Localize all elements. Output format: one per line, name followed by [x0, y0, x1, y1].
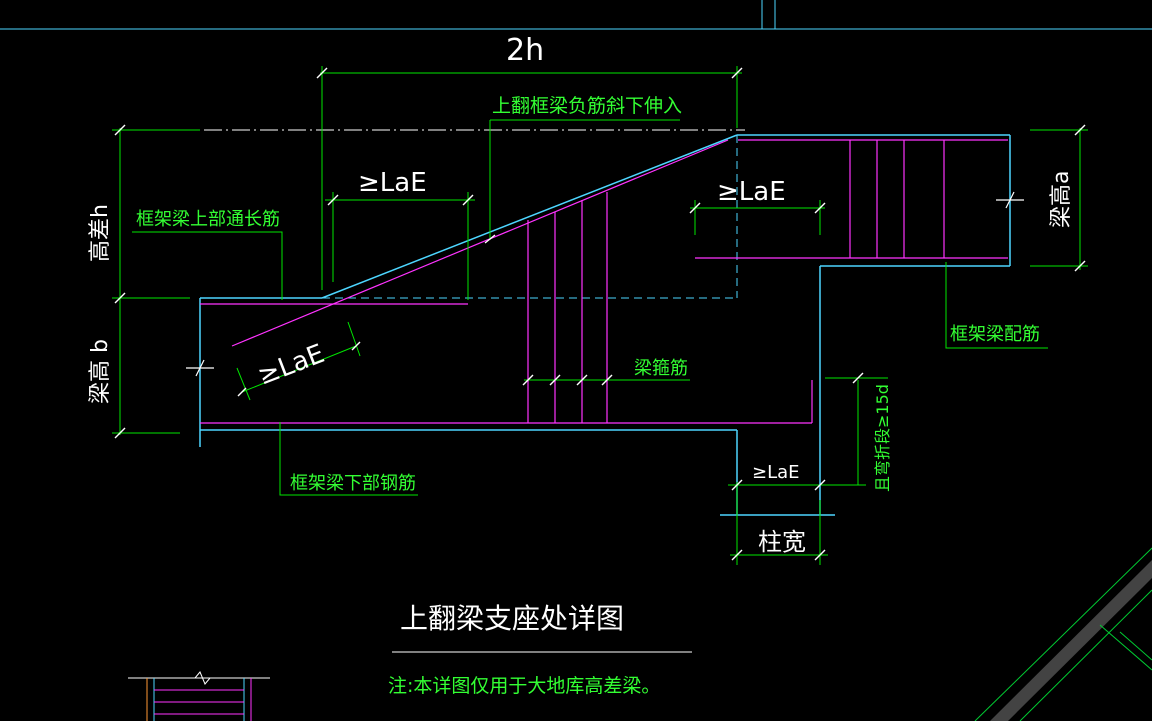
- partial-detail-bottom-left: [128, 671, 270, 721]
- bend-15d-label: 且弯折段≥15d: [873, 384, 892, 492]
- beam-concrete-outline: [199, 134, 1011, 516]
- dimension-ticks: [114, 67, 1086, 561]
- rebar-lines: [200, 139, 1008, 424]
- drawing-frame: [0, 0, 1152, 30]
- lae-bottom-label: ≥LaE: [752, 462, 800, 483]
- lae-diag-label: ≥LaE: [254, 339, 329, 392]
- height-diff-label: 高差h: [88, 204, 113, 262]
- diagonal-element-bottom-right: [974, 547, 1152, 721]
- lae-top-right-label: ≥LaE: [717, 177, 786, 207]
- frame-rebar-label: 框架梁配筋: [950, 324, 1040, 345]
- beam-height-a-label: 梁高a: [1049, 171, 1074, 228]
- beam-height-b-label: 梁高 b: [88, 339, 113, 404]
- stirrup-label: 梁箍筋: [634, 358, 688, 379]
- bottom-rebar-label: 框架梁下部钢筋: [290, 473, 416, 494]
- break-symbols: [186, 191, 1024, 377]
- note-text: 注:本详图仅用于大地库高差梁。: [388, 675, 660, 697]
- page-title: 上翻梁支座处详图: [400, 602, 624, 635]
- dimension-lines: [112, 66, 1088, 565]
- lae-top-left-label: ≥LaE: [358, 168, 427, 198]
- dim-2h-label: 2h: [506, 33, 544, 68]
- top-through-label: 框架梁上部通长筋: [136, 209, 280, 230]
- column-width-label: 柱宽: [758, 528, 806, 556]
- neg-rebar-label: 上翻框梁负筋斜下伸入: [492, 95, 682, 117]
- hidden-lines: [322, 135, 738, 299]
